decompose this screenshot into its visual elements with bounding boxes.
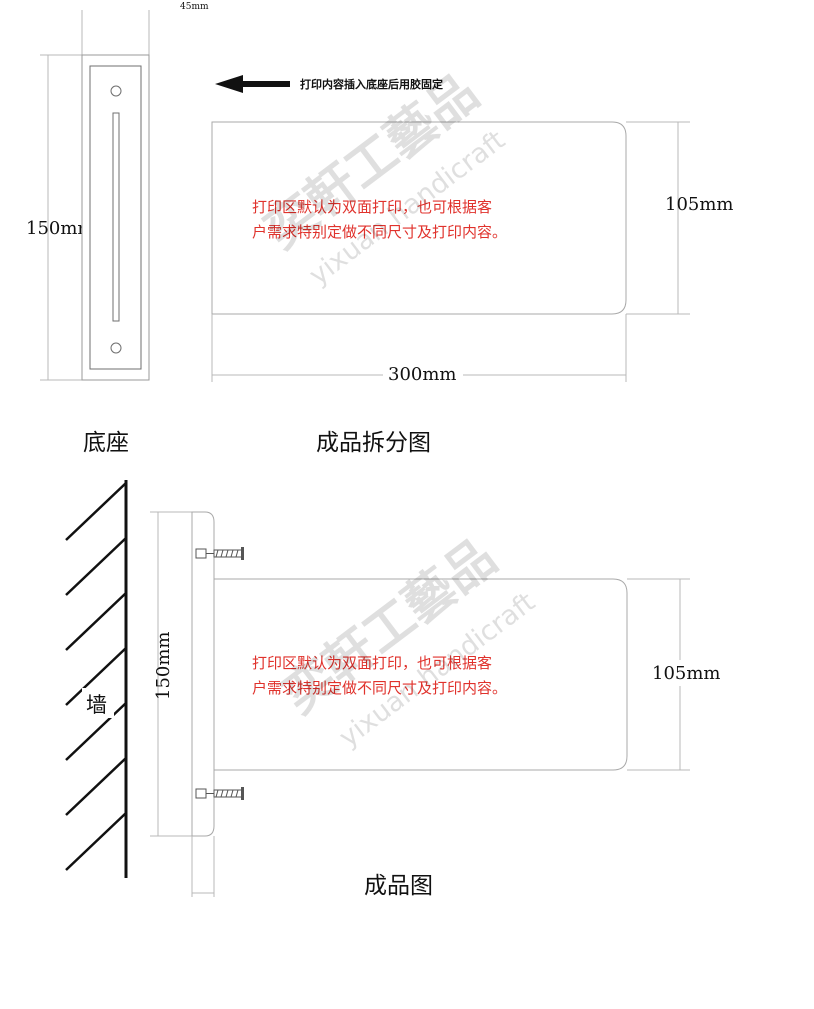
wall-hatch — [65, 757, 127, 816]
panel-top-drawing: 105mm 300mm 打印区默认为双面打印，也可根据客 户需求特别定做不同尺寸… — [211, 121, 734, 386]
mounted-base-height-label: 150mm — [153, 632, 174, 701]
base-part-drawing: 45mm 150mm — [26, 2, 209, 381]
mounted-base-drawing: 150mm — [150, 511, 215, 897]
panel-height-label: 105mm — [665, 194, 734, 215]
mounted-panel-text-line2: 户需求特别定做不同尺寸及打印内容。 — [252, 679, 507, 697]
instruction-text: 打印内容插入底座后用胶固定 — [300, 77, 443, 91]
sign-panel-mounted — [213, 578, 628, 771]
screw-hole-bottom — [110, 342, 122, 354]
panel-text-line2: 户需求特别定做不同尺寸及打印内容。 — [252, 223, 507, 241]
wall-hatch — [65, 592, 127, 651]
caption-base: 底座 — [83, 430, 129, 456]
caption-exploded: 成品拆分图 — [316, 430, 431, 456]
mounted-base — [191, 511, 215, 837]
insert-slot — [112, 112, 120, 322]
panel-bottom-drawing: 105mm 打印区默认为双面打印，也可根据客 户需求特别定做不同尺寸及打印内容。 — [213, 578, 728, 771]
instruction-note: 打印内容插入底座后用胶固定 — [215, 75, 443, 93]
mounted-panel-height-label: 105mm — [652, 663, 721, 684]
sign-panel-top — [211, 121, 627, 315]
arrow-left-icon — [215, 75, 290, 93]
base-height-label: 150mm — [26, 218, 95, 239]
wall-label: 墙 — [86, 693, 107, 717]
wall-drawing: 墙 — [65, 480, 128, 878]
wall-hatch — [65, 702, 127, 761]
screw-hole-top — [110, 85, 122, 97]
wall-hatch — [65, 537, 127, 596]
panel-width-label: 300mm — [388, 364, 457, 385]
screw-top — [195, 547, 244, 560]
caption-finished: 成品图 — [364, 873, 433, 899]
mounted-panel-text-line1: 打印区默认为双面打印，也可根据客 — [252, 654, 492, 672]
base-width-label: 45mm — [180, 2, 209, 12]
wall-hatch — [65, 482, 127, 541]
wall-hatch — [65, 812, 127, 871]
panel-text-line1: 打印区默认为双面打印，也可根据客 — [252, 198, 492, 216]
screw-bottom — [195, 787, 244, 800]
wall-hatch — [65, 647, 127, 706]
